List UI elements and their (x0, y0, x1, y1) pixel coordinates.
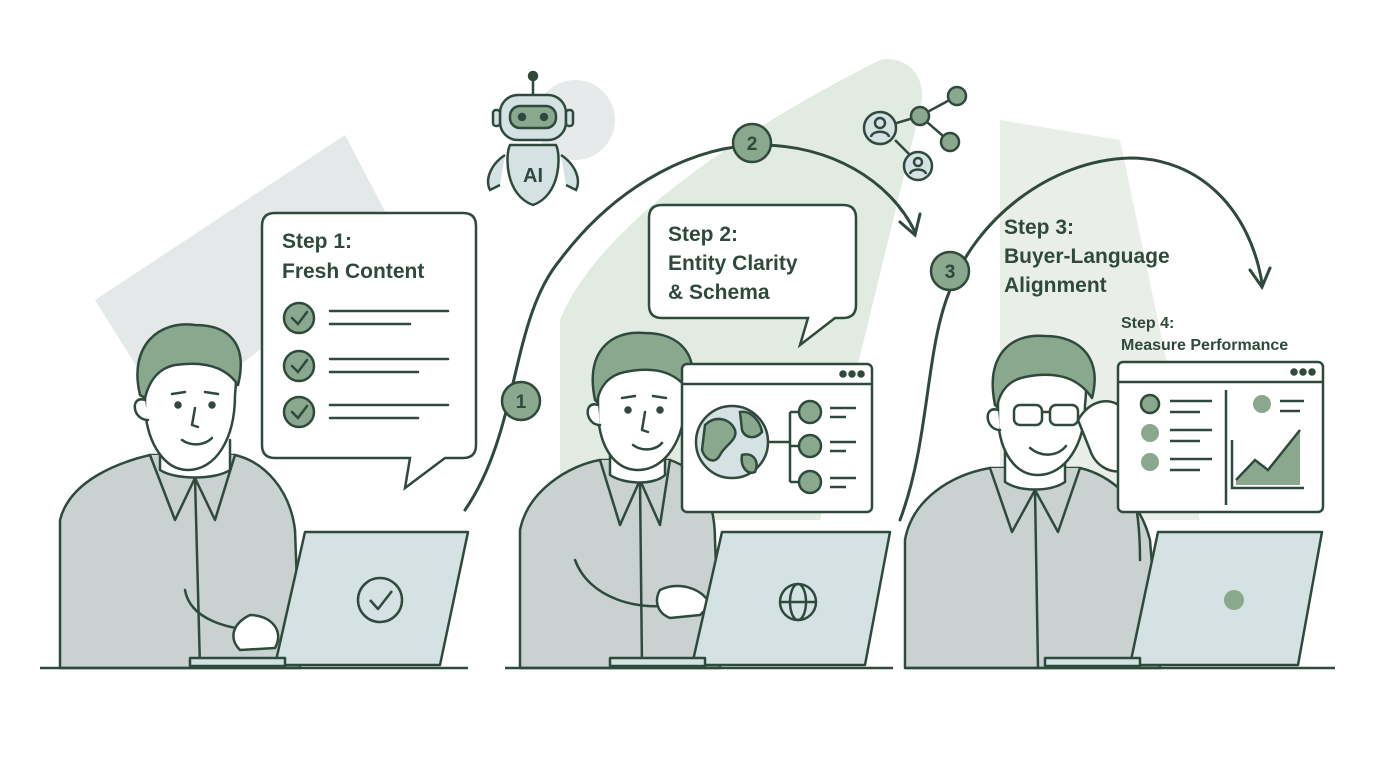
speech-bubble-step-1: Step 1: Fresh Content (260, 211, 478, 491)
step-number-3-text: 3 (945, 262, 956, 283)
step-number-2-text: 2 (747, 134, 758, 155)
step-3-title-line2: Buyer-Language (1004, 245, 1170, 268)
step-3-label: Step 3: Buyer-Language Alignment (1004, 216, 1170, 297)
speech-bubble-step-2: Step 2: Entity Clarity & Schema (647, 203, 858, 349)
step-3-title-line1: Step 3: (1004, 216, 1074, 239)
step-number-1: 1 (500, 380, 542, 422)
step-1-title-line2: Fresh Content (282, 260, 424, 283)
globe-icon (778, 582, 818, 622)
step-2-title-line2: Entity Clarity (668, 252, 798, 275)
dot-icon (1224, 590, 1244, 610)
laptop-1 (188, 530, 470, 668)
step-3-title-line3: Alignment (1004, 274, 1107, 297)
step-number-3: 3 (929, 250, 971, 292)
step-4-title-line2: Measure Performance (1121, 337, 1288, 354)
step-number-2: 2 (731, 122, 773, 164)
step-4-title-line1: Step 4: (1121, 315, 1174, 332)
person-2 (518, 331, 722, 670)
step-4-label: Step 4: Measure Performance (1121, 315, 1288, 354)
laptop-3 (1043, 530, 1324, 668)
world-globe-icon (694, 404, 770, 480)
browser-window-entities (680, 362, 874, 514)
step-number-1-text: 1 (516, 392, 527, 413)
laptop-2 (608, 530, 892, 668)
checklist (282, 301, 450, 429)
person-1 (58, 323, 302, 670)
growth-chart-icon (1230, 429, 1304, 490)
robot-icon: AI (486, 70, 580, 207)
step-1-title-line1: Step 1: (282, 230, 352, 253)
network-people-icon (862, 85, 968, 182)
browser-window-analytics (1116, 360, 1325, 514)
robot-label: AI (523, 165, 543, 187)
step-2-title-line3: & Schema (668, 281, 770, 304)
glasses-icon (1012, 403, 1080, 427)
check-icon (356, 576, 404, 624)
step-2-title-line1: Step 2: (668, 223, 738, 246)
